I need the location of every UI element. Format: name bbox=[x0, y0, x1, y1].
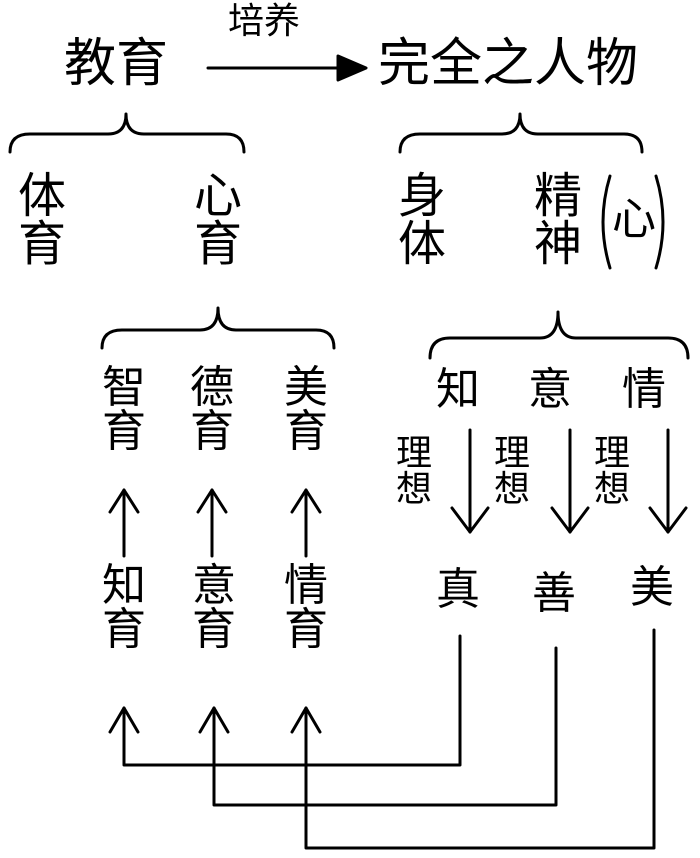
physical-education: 体育 bbox=[18, 168, 67, 272]
feedback-shan-to-yiyu bbox=[212, 646, 558, 807]
up-arrow-qing-head bbox=[290, 488, 322, 514]
feedback-shan-head bbox=[198, 706, 230, 734]
feedback-zhen-head bbox=[108, 706, 140, 734]
paren-left bbox=[601, 174, 612, 270]
heart-paren-label: 心 bbox=[612, 194, 656, 245]
feedback-mei-head bbox=[290, 706, 322, 734]
brace-person bbox=[398, 112, 644, 154]
down-arrow-zhen-head bbox=[450, 506, 490, 534]
intellectual-education: 智育 bbox=[102, 362, 146, 457]
feedback-zhen-to-zhiyu bbox=[122, 634, 462, 767]
up-arrow-zhi-head bbox=[108, 488, 140, 514]
value-beauty: 美 bbox=[630, 562, 674, 613]
feedback-mei-to-qingyu bbox=[304, 628, 656, 850]
ideal-label-2: 理想 bbox=[494, 433, 531, 510]
moral-education: 德育 bbox=[190, 362, 234, 457]
value-truth: 真 bbox=[436, 564, 480, 615]
willing-education: 意育 bbox=[192, 560, 236, 655]
complete-person-label: 完全之人物 bbox=[378, 34, 639, 94]
value-goodness: 善 bbox=[532, 568, 576, 619]
ideal-label-1: 理想 bbox=[396, 433, 433, 510]
down-arrow-shan-head bbox=[550, 506, 590, 534]
aesthetic-education: 美育 bbox=[284, 362, 328, 457]
brace-jingshen bbox=[428, 310, 690, 360]
cultivate-arrow-head bbox=[336, 54, 368, 82]
paren-right bbox=[654, 174, 665, 270]
brace-xinyu bbox=[100, 306, 336, 350]
cultivate-label: 培养 bbox=[228, 1, 301, 42]
faculty-willing: 意 bbox=[528, 364, 572, 415]
body: 身体 bbox=[398, 168, 447, 272]
faculty-knowing: 知 bbox=[436, 364, 480, 415]
ideal-label-3: 理想 bbox=[594, 433, 631, 510]
education-label: 教育 bbox=[64, 34, 169, 94]
faculty-feeling: 情 bbox=[622, 364, 666, 415]
brace-education bbox=[8, 112, 246, 154]
mind-education: 心育 bbox=[194, 168, 243, 272]
up-arrow-yi-head bbox=[196, 488, 228, 514]
knowing-education: 知育 bbox=[102, 560, 146, 655]
down-arrow-mei-head bbox=[648, 506, 688, 534]
feeling-education: 情育 bbox=[284, 560, 328, 655]
spirit: 精神 bbox=[534, 168, 583, 272]
